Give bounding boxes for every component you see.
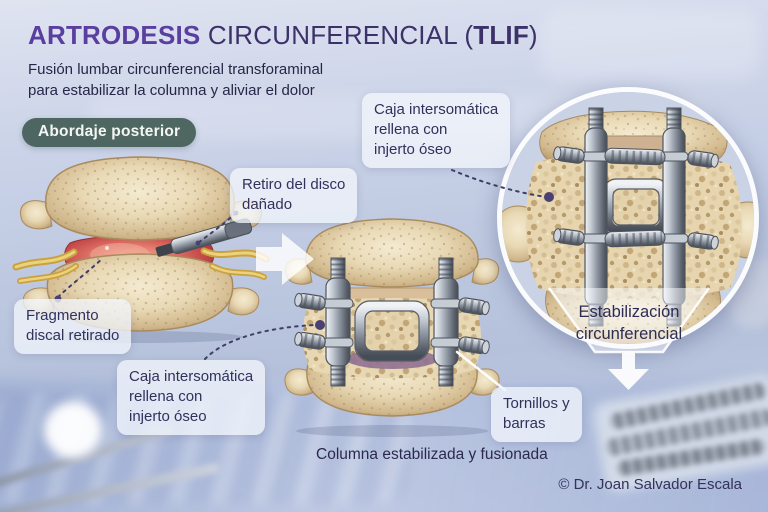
copyright: © Dr. Joan Salvador Escala — [558, 476, 742, 493]
page-title: ARTRODESIS CIRCUNFERENCIAL (TLIF) — [28, 20, 538, 51]
background-ribbed-tool-2 — [603, 407, 768, 458]
annotation-disc-removal: Retiro del disco dañado — [230, 168, 358, 223]
title-close-paren: ) — [528, 20, 538, 50]
title-secondary: CIRCUNFERENCIAL ( — [200, 20, 474, 50]
subtitle-line-2: para estabilizar la columna y aliviar el… — [28, 82, 315, 99]
approach-badge: Abordaje posterior — [22, 118, 197, 147]
background-ribbed-tool-1 — [608, 381, 768, 431]
title-acronym: TLIF — [473, 20, 529, 50]
subtitle-line-1: Fusión lumbar circunferencial transforam… — [28, 61, 324, 78]
background-instrument-rod2 — [0, 462, 221, 512]
upper-vertebra — [44, 156, 236, 241]
figure-caption: Columna estabilizada y fusionada — [316, 446, 548, 463]
subtitle: Fusión lumbar circunferencial transforam… — [28, 59, 323, 101]
pedicle-screws-right — [430, 257, 491, 387]
annotation-disc-fragment: Fragmento discal retirado — [14, 299, 132, 354]
title-primary: ARTRODESIS — [28, 20, 201, 50]
interbody-cage — [354, 300, 430, 362]
annotation-screws-rods: Tornillos y barras — [491, 387, 582, 442]
interbody-cage — [602, 178, 670, 236]
background-blur-shelf — [540, 10, 760, 80]
illustration-instrumented-spine — [284, 218, 500, 437]
down-arrow-icon — [608, 352, 649, 390]
background-ribbed-tool-3 — [615, 438, 767, 477]
cross-rods — [604, 147, 666, 248]
annotation-circumferential: Estabilización circunferencial — [575, 303, 683, 343]
annotation-cage-top: Caja intersomática rellena con injerto ó… — [362, 93, 511, 168]
annotation-cage-bottom: Caja intersomática rellena con injerto ó… — [117, 360, 266, 435]
upper-vertebra — [305, 218, 479, 288]
background-cotton-swab — [44, 402, 102, 458]
pedicle-screws-left — [293, 257, 354, 387]
